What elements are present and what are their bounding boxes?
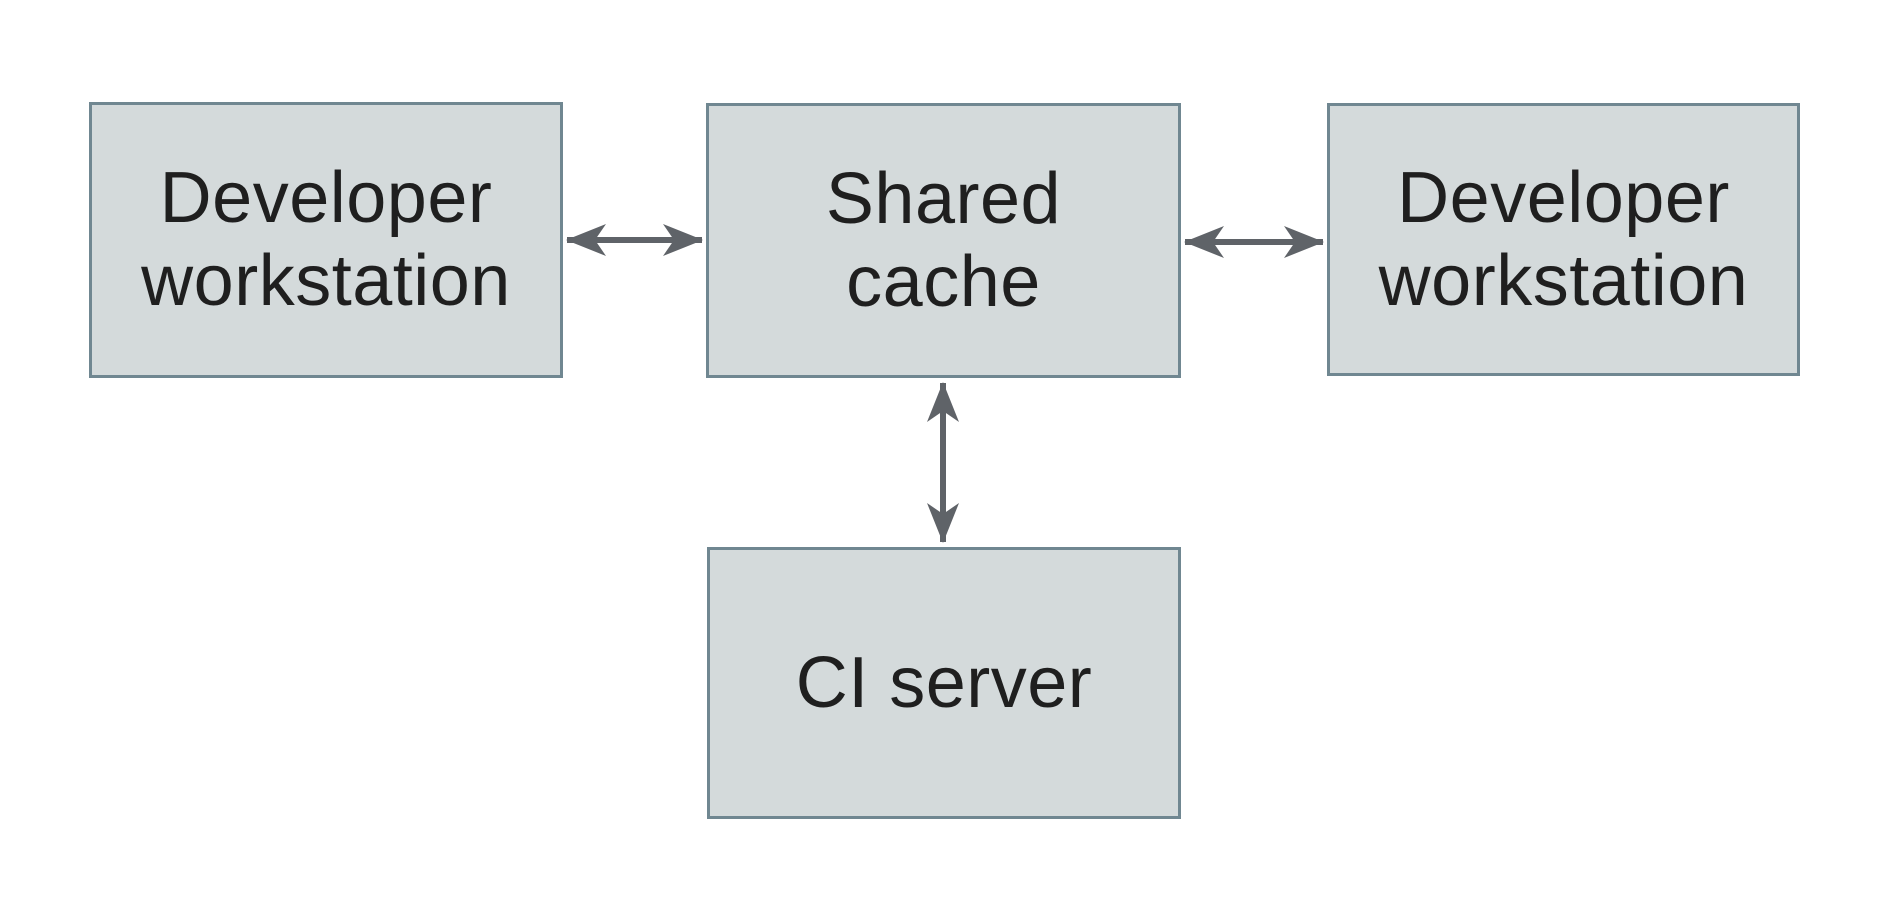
node-developer-workstation-right: Developer workstation <box>1327 103 1800 376</box>
node-developer-workstation-left: Developer workstation <box>89 102 563 378</box>
node-label-line: workstation <box>1378 240 1749 321</box>
node-label-line: CI server <box>795 642 1093 723</box>
node-label-line: Shared <box>825 158 1062 239</box>
node-label-line: workstation <box>141 241 511 321</box>
node-ci-server: CI server <box>707 547 1181 819</box>
node-shared-cache: Shared cache <box>706 103 1181 378</box>
node-label-line: cache <box>846 241 1041 322</box>
node-label-line: Developer <box>159 158 493 239</box>
node-label-line: Developer <box>1397 157 1730 238</box>
